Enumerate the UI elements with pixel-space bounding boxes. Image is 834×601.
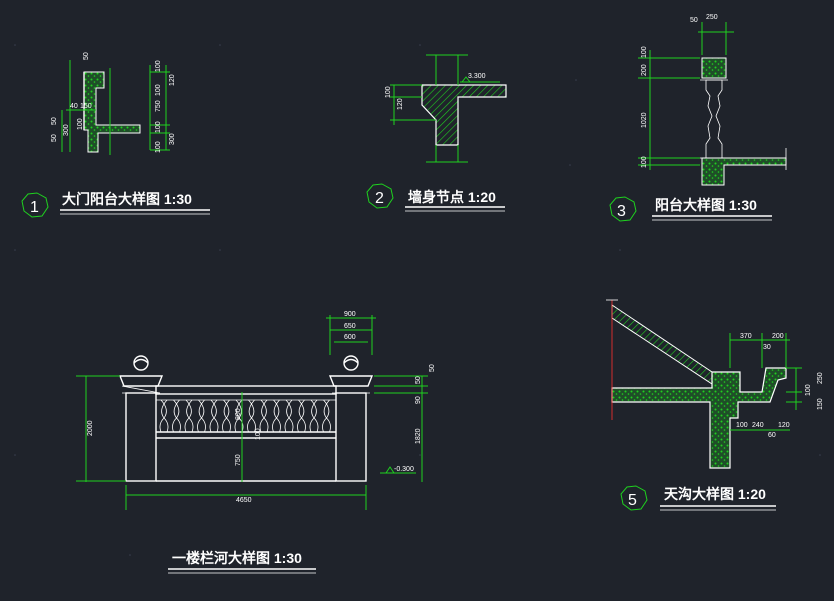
d5-dim-9: 120 (778, 422, 790, 429)
d1-dim-1: 100 (155, 60, 162, 72)
d4-dim-5: 90 (415, 396, 422, 404)
detail-3-label: 3 阳台大样图 1:30 (609, 196, 772, 222)
railing-baluster (159, 399, 169, 433)
detail-3-drawing: 50 250 100 200 1020 100 (638, 14, 787, 186)
d3-dim-4: 1020 (641, 112, 648, 128)
d5-dim-3: 250 (817, 372, 824, 384)
d3-dim-2: 100 (641, 46, 648, 58)
railing-baluster (322, 399, 331, 433)
detail-5-title: 天沟大样图 1:20 (664, 486, 766, 502)
d1-dim-0: 50 (83, 52, 90, 60)
detail-5-label: 5 天沟大样图 1:20 (620, 485, 776, 511)
d2-dim-0: 3.300 (468, 73, 486, 80)
d1-dim-2: 120 (169, 74, 176, 86)
d5-dim-8: 60 (768, 432, 776, 439)
railing-baluster (184, 399, 194, 433)
d1-dim-13: 100 (77, 118, 84, 130)
d4-dim-0: 900 (344, 311, 356, 318)
d3-dim-1: 250 (706, 14, 718, 21)
d1-dim-7: 50 (51, 134, 58, 142)
d1-dim-6: 300 (63, 124, 70, 136)
d1-dim-9: 100 (155, 84, 162, 96)
railing-baluster (284, 399, 294, 433)
detail-4-title: 一楼栏河大样图 1:30 (172, 550, 302, 566)
d4-dim-8: 100 (255, 428, 262, 440)
d5-dim-6: 100 (736, 422, 748, 429)
railing-baluster (197, 399, 206, 433)
railing-baluster (222, 399, 231, 433)
d4-dim-12: 4650 (236, 497, 252, 504)
detail-1-label: 1 大门阳台大样图 1:30 (21, 191, 210, 218)
railing-baluster (247, 399, 256, 433)
detail-1-drawing: 50 100 120 40 150 50 300 50 750 100 100 … (51, 52, 176, 155)
railing-baluster (259, 399, 269, 433)
railing-baluster (172, 399, 181, 433)
detail-4-drawing: 900 650 600 50 50 90 2000 800 100 750 18… (76, 311, 436, 510)
d1-dim-10: 100 (155, 121, 162, 133)
d5-dim-5: 150 (817, 398, 824, 410)
d1-dim-12: 100 (155, 141, 162, 153)
d2-dim-2: 120 (397, 98, 404, 110)
d4-dim-4: 50 (429, 364, 436, 372)
d5-dim-4: 100 (805, 384, 812, 396)
d4-dim-7: 800 (235, 408, 242, 420)
d1-dim-8: 750 (155, 100, 162, 112)
detail-2-label: 2 墙身节点 1:20 (366, 183, 505, 212)
d4-dim-6: 2000 (87, 420, 94, 436)
d2-dim-1: 100 (385, 86, 392, 98)
railing-baluster (234, 399, 244, 433)
detail-5-drawing: 370 200 30 250 100 150 100 240 60 120 (606, 299, 824, 469)
d1-dim-4: 150 (80, 103, 92, 110)
d1-dim-11: 300 (169, 133, 176, 145)
d5-dim-0: 370 (740, 333, 752, 340)
d3-dim-0: 50 (690, 17, 698, 24)
detail-2-drawing: 3.300 100 120 (385, 54, 507, 163)
railing-baluster (272, 399, 281, 433)
d4-dim-3: 50 (415, 376, 422, 384)
d1-dim-5: 50 (51, 117, 58, 125)
detail-1-title: 大门阳台大样图 1:30 (62, 191, 192, 207)
d3-dim-3: 200 (641, 64, 648, 76)
d5-dim-2: 30 (763, 344, 771, 351)
d1-dim-3: 40 (70, 103, 78, 110)
d4-dim-1: 650 (344, 323, 356, 330)
railing-baluster (297, 399, 306, 433)
grid-dots (14, 44, 821, 556)
d4-dim-2: 600 (344, 334, 356, 341)
d5-dim-7: 240 (752, 422, 764, 429)
railing-baluster (209, 399, 219, 433)
detail-2-number: 2 (375, 190, 384, 207)
d4-dim-9: 750 (235, 454, 242, 466)
d3-dim-5: 100 (641, 156, 648, 168)
d4-dim-10: 1820 (415, 428, 422, 444)
d5-dim-1: 200 (772, 333, 784, 340)
detail-5-number: 5 (628, 492, 637, 509)
detail-1-number: 1 (30, 199, 39, 216)
detail-3-title: 阳台大样图 1:30 (655, 197, 757, 213)
railing-baluster (309, 399, 319, 433)
detail-3-number: 3 (617, 203, 626, 220)
detail-2-title: 墙身节点 1:20 (408, 189, 496, 205)
detail-4-label: 一楼栏河大样图 1:30 (168, 550, 316, 574)
d4-dim-11: -0.300 (394, 466, 414, 473)
